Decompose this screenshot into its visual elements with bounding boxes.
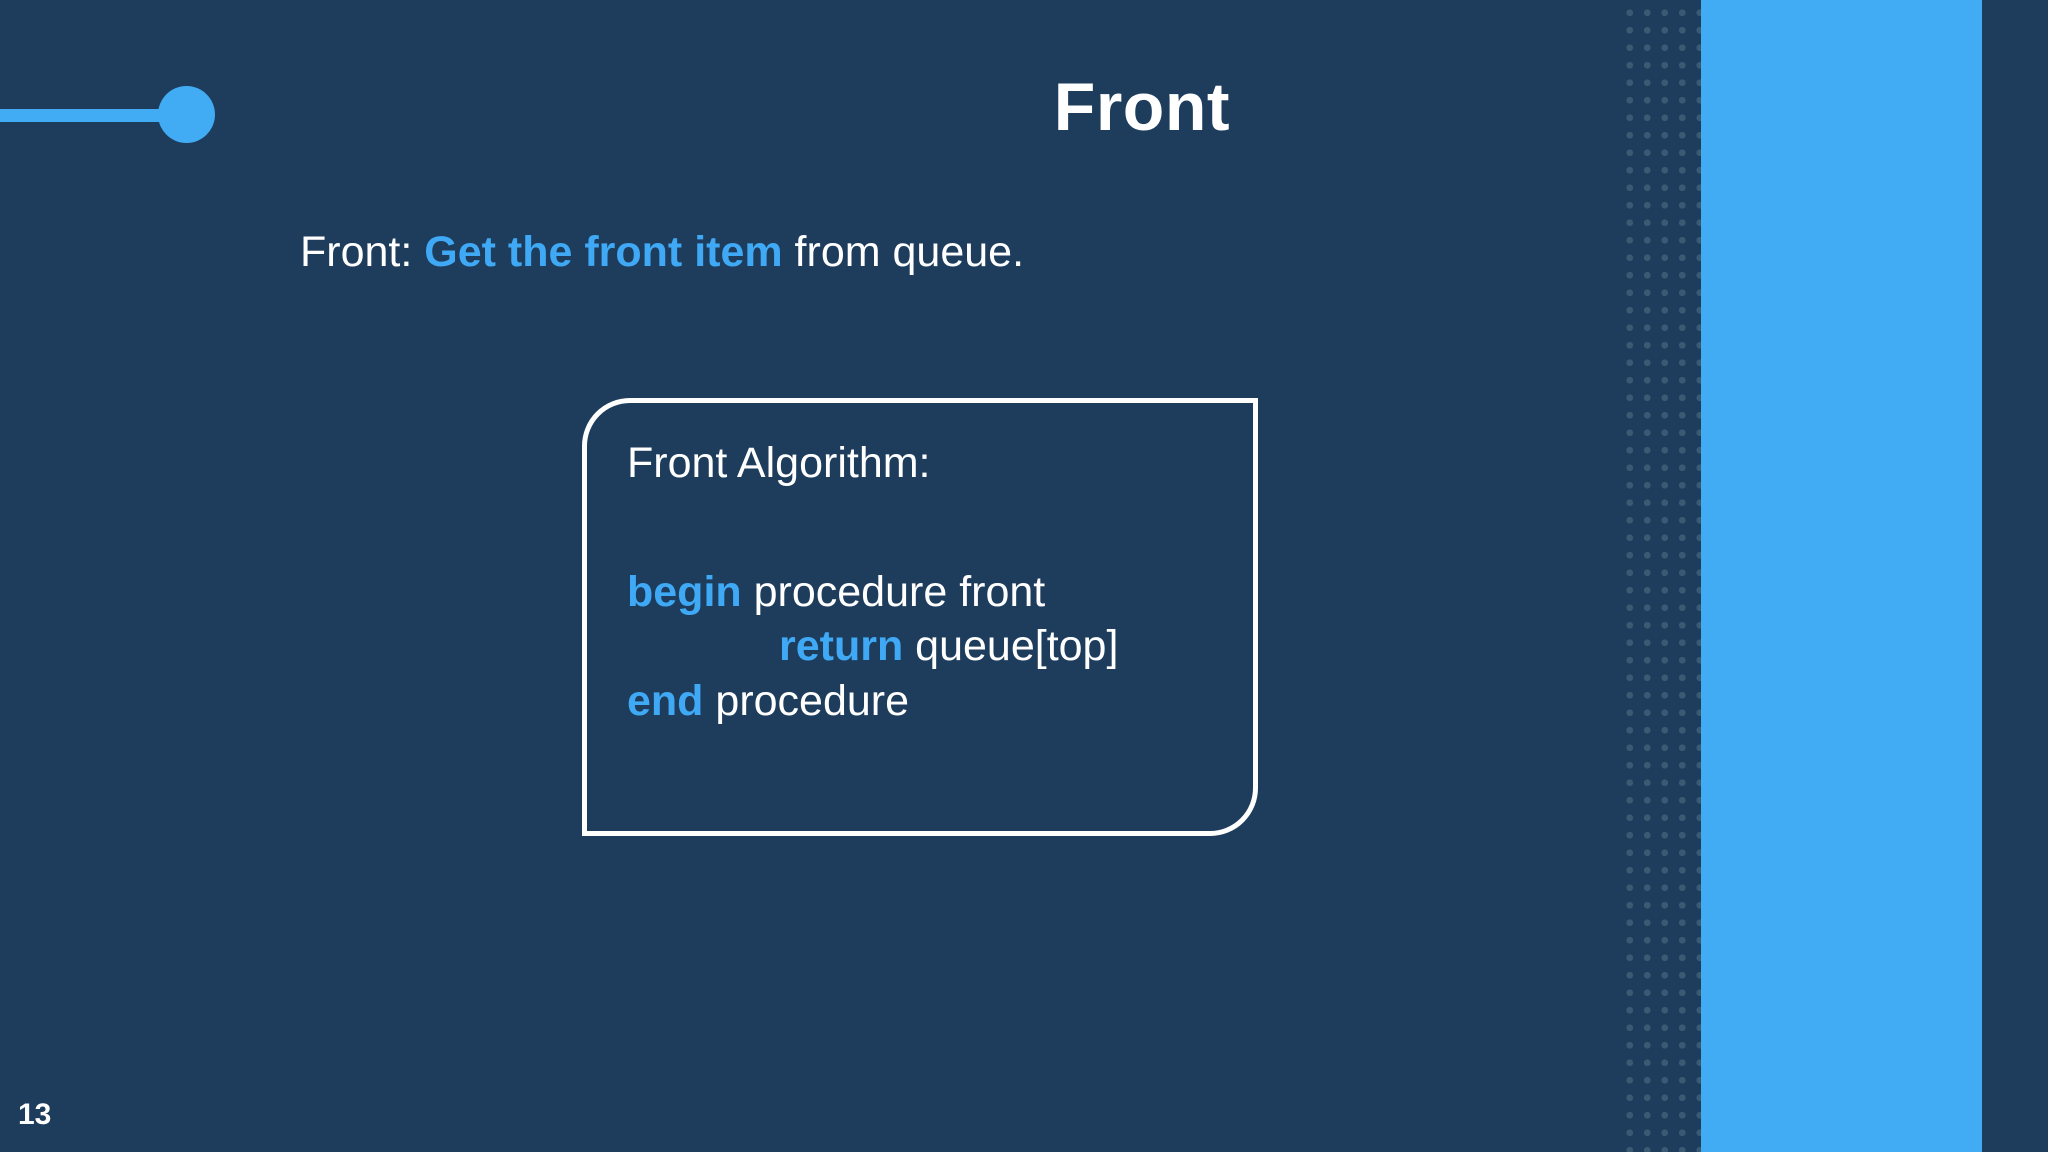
subtitle-highlight: Get the front item: [424, 228, 783, 276]
algorithm-box-content: Front Algorithm: begin procedure front r…: [627, 437, 1233, 729]
code-keyword-begin: begin: [627, 567, 742, 616]
code-keyword-end: end: [627, 676, 704, 725]
page-title: Front: [1053, 69, 1230, 145]
code-keyword-return: return: [779, 622, 904, 671]
dot-pattern-band: [1617, 0, 1701, 1152]
code-text-begin: procedure front: [741, 567, 1046, 616]
algorithm-spacer: [627, 491, 1233, 565]
code-text-return: queue[top]: [903, 622, 1119, 671]
algorithm-heading: Front Algorithm:: [627, 439, 931, 487]
subtitle-line: Front: Get the front item from queue.: [300, 228, 1024, 277]
progress-slider[interactable]: [0, 86, 215, 143]
code-line-end: end procedure: [627, 674, 1233, 729]
subtitle-lead: Front:: [300, 228, 425, 276]
accent-band: [1701, 0, 1982, 1152]
slider-knob[interactable]: [158, 86, 215, 143]
subtitle-trail: from queue.: [782, 228, 1025, 276]
code-text-end: procedure: [703, 676, 910, 725]
page-number: 13: [18, 1098, 52, 1131]
code-line-return: return queue[top]: [627, 619, 1233, 674]
code-line-begin: begin procedure front: [627, 565, 1233, 620]
algorithm-box: Front Algorithm: begin procedure front r…: [582, 398, 1258, 836]
slider-track: [0, 109, 185, 122]
